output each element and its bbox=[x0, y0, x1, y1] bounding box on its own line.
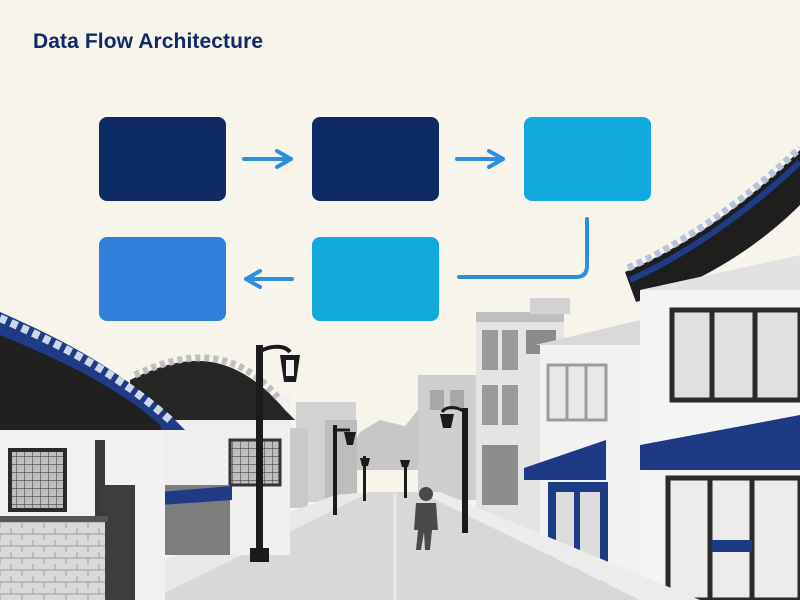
street-lamp bbox=[440, 406, 468, 533]
sidewalk-right bbox=[420, 492, 700, 600]
street-lamp bbox=[333, 425, 356, 515]
diagram-title: Data Flow Architecture bbox=[33, 30, 264, 53]
flow-node bbox=[524, 117, 651, 201]
flow-node bbox=[312, 117, 439, 201]
street-lamp bbox=[360, 456, 370, 501]
flow-connector bbox=[457, 217, 589, 279]
street-lamp bbox=[400, 460, 410, 498]
flow-node bbox=[99, 117, 226, 201]
flow-node bbox=[312, 237, 439, 321]
hanok-roof-right bbox=[625, 150, 800, 302]
flow-diagram bbox=[99, 117, 651, 321]
building-right-corner bbox=[625, 145, 800, 600]
flow-node bbox=[99, 237, 226, 321]
street-illustration bbox=[0, 145, 800, 600]
distant-building bbox=[430, 390, 444, 410]
distant-building bbox=[450, 390, 464, 410]
hanok-house-front bbox=[0, 312, 185, 600]
street-lamp bbox=[250, 344, 300, 562]
pedestrian-figure bbox=[414, 487, 438, 550]
